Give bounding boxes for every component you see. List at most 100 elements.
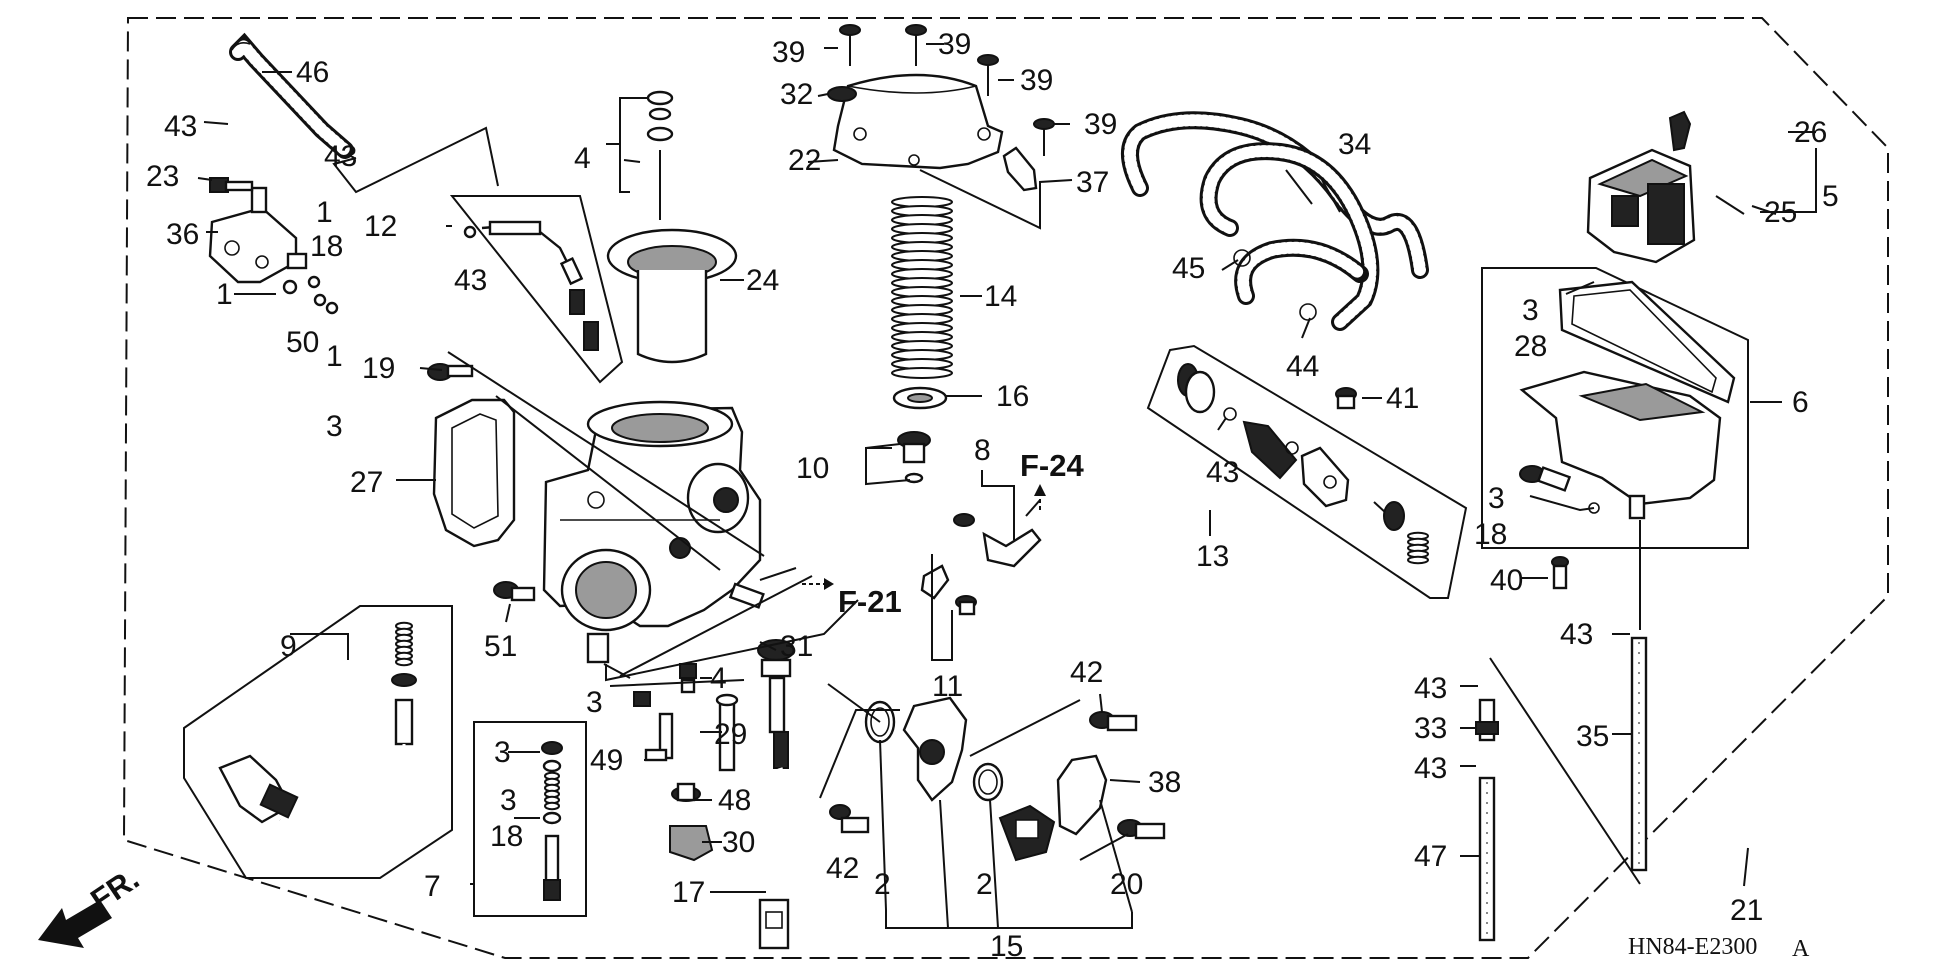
callout-4: 4	[574, 142, 591, 175]
vacuum-piston-24	[606, 228, 738, 364]
group-6-box	[1481, 267, 1749, 549]
callout-43: 43	[1414, 672, 1447, 705]
callout-2: 2	[874, 868, 891, 901]
drain-screw-51	[493, 581, 536, 602]
cover-27	[432, 398, 516, 548]
callout-39: 39	[772, 36, 805, 69]
callout-25: 25	[1764, 196, 1797, 229]
callout-3: 3	[494, 736, 511, 769]
air-vent-fitting	[208, 186, 308, 284]
callout-30: 30	[722, 826, 755, 859]
callout-18: 18	[1474, 518, 1507, 551]
accelerator-pump-13	[1177, 363, 1429, 565]
float-valve-26	[1668, 110, 1692, 152]
callout-43: 43	[1206, 456, 1239, 489]
washer-32	[827, 86, 857, 102]
callout-28: 28	[1514, 330, 1547, 363]
callout-39: 39	[1084, 108, 1117, 141]
callout-1: 1	[326, 340, 343, 373]
bracket-11	[920, 564, 977, 616]
float-assembly-5	[1586, 148, 1745, 264]
callout-48: 48	[718, 784, 751, 817]
clips-44-45	[1233, 249, 1317, 321]
screw-23	[209, 177, 254, 193]
callout-39: 39	[1020, 64, 1053, 97]
small-orings-left	[282, 275, 339, 315]
callout-26: 26	[1794, 116, 1827, 149]
ref-arrow-f24	[1034, 484, 1046, 510]
callout-4: 4	[710, 662, 727, 695]
callout-43: 43	[454, 264, 487, 297]
callout-3: 3	[1522, 294, 1539, 327]
callout-11: 11	[932, 670, 963, 703]
callout-44: 44	[1286, 350, 1319, 383]
insulator-group-15	[829, 696, 1166, 862]
callout-39: 39	[938, 28, 971, 61]
sensor-harness-17	[757, 639, 795, 950]
needle-holder-10	[897, 431, 931, 484]
callout-3: 3	[326, 410, 343, 443]
callout-1: 1	[316, 196, 333, 229]
callout-3: 3	[586, 686, 603, 719]
callout-42: 42	[1070, 656, 1103, 689]
float-chamber-6	[1519, 280, 1736, 520]
drain-tubes	[1475, 636, 1648, 942]
assembly-border	[122, 17, 1889, 959]
callout-24: 24	[746, 264, 779, 297]
callout-47: 47	[1414, 840, 1447, 873]
callout-18: 18	[490, 820, 523, 853]
ref-label-f24: F-24	[1020, 448, 1085, 483]
callout-43: 43	[1560, 618, 1593, 651]
needle-jet-assy-12	[463, 220, 599, 351]
callout-7: 7	[424, 870, 441, 903]
callout-45: 45	[1172, 252, 1205, 285]
spring-coil	[544, 801, 560, 811]
fitting-8	[953, 513, 1042, 568]
callout-15: 15	[990, 930, 1023, 963]
ref-label-f21: F-21	[838, 584, 902, 619]
callout-3: 3	[500, 784, 517, 817]
callout-12: 12	[364, 210, 397, 243]
seal-16	[892, 386, 948, 410]
group-12-box	[449, 195, 624, 384]
jet-needle-4	[646, 90, 674, 220]
top-cover-22	[832, 73, 1004, 170]
front-arrow-icon	[38, 900, 112, 948]
callout-36: 36	[166, 218, 199, 251]
callout-6: 6	[1792, 386, 1809, 419]
diagram-code: HN84-E2300	[1628, 934, 1757, 960]
vent-hose	[229, 32, 354, 159]
callout-20: 20	[1110, 868, 1143, 901]
callout-43: 43	[164, 110, 197, 143]
callout-38: 38	[1148, 766, 1181, 799]
fuel-hoses-34	[1121, 111, 1429, 331]
group-7-box	[473, 721, 587, 917]
callout-17: 17	[672, 876, 705, 909]
callout-51: 51	[484, 630, 517, 663]
group-9-box	[183, 605, 453, 879]
bracket-37	[1002, 146, 1038, 192]
callout-1: 1	[216, 278, 233, 311]
callout-37: 37	[1076, 166, 1109, 199]
diagram-code-suffix: A	[1792, 936, 1810, 962]
callout-19: 19	[362, 352, 395, 385]
callout-14: 14	[984, 280, 1017, 313]
callout-41: 41	[1386, 382, 1419, 415]
callout-32: 32	[780, 78, 813, 111]
callout-50: 50	[286, 326, 319, 359]
screw-40	[1551, 556, 1569, 590]
callout-49: 49	[590, 744, 623, 777]
callout-23: 23	[146, 160, 179, 193]
pilot-screw-7	[541, 741, 563, 901]
screws-39	[839, 24, 1055, 156]
callout-2: 2	[976, 868, 993, 901]
callout-43: 43	[324, 140, 357, 173]
callout-31: 31	[780, 630, 813, 663]
callout-43: 43	[1414, 752, 1447, 785]
spring-14	[891, 196, 962, 384]
group-13-box	[1146, 344, 1468, 599]
callout-3: 3	[1488, 482, 1505, 515]
callout-27: 27	[350, 466, 383, 499]
callout-33: 33	[1414, 712, 1447, 745]
